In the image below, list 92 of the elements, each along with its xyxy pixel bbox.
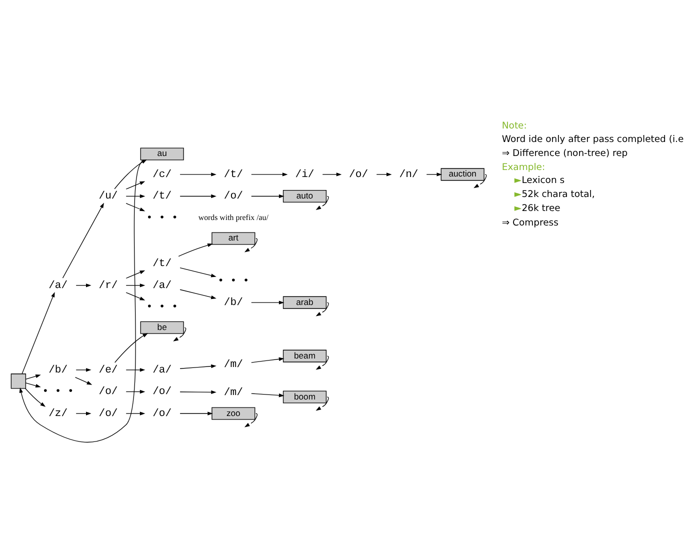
arrow — [474, 174, 487, 188]
node-box: beam — [282, 349, 327, 362]
arrow — [180, 364, 216, 368]
node-text: /o/ — [349, 168, 368, 180]
arrow — [25, 382, 41, 388]
arrow — [316, 195, 329, 210]
node-text: /e/ — [98, 364, 118, 376]
label: ► — [514, 202, 522, 214]
arrow — [22, 291, 55, 374]
node-text: /b/ — [48, 364, 68, 376]
arrow — [426, 172, 442, 176]
arrow — [76, 411, 92, 415]
arrow — [126, 411, 146, 415]
label: ⇒ Difference (non-tree) rep — [502, 148, 628, 159]
arrow — [25, 388, 46, 406]
arrow — [251, 392, 284, 397]
arrow — [76, 368, 92, 372]
arrow — [126, 389, 146, 394]
node-box: be — [140, 320, 184, 334]
label: ► — [514, 188, 522, 200]
arrow — [173, 326, 186, 341]
node-box: boom — [282, 390, 327, 403]
node-text: /m/ — [224, 358, 243, 371]
node-text: /m/ — [224, 386, 243, 398]
arrow — [251, 172, 288, 176]
arrow — [76, 283, 92, 287]
node-text: • • • — [146, 212, 178, 224]
arrow — [244, 238, 258, 252]
node-text: • • • — [218, 274, 250, 287]
node-box: au — [140, 147, 184, 160]
node-box: art — [212, 232, 256, 244]
arrow — [19, 159, 144, 442]
node-box: arab — [282, 296, 327, 308]
label: ► — [514, 174, 522, 186]
node-text: /a/ — [152, 364, 172, 376]
arrow — [126, 180, 146, 189]
node-text: /b/ — [224, 296, 243, 309]
label: Word ide only after pass completed (i.e — [502, 134, 684, 145]
label: Lexicon s — [522, 174, 565, 186]
node-text: /a/ — [152, 279, 172, 292]
arrow — [376, 172, 392, 176]
arrow — [126, 283, 146, 287]
arrow — [180, 390, 216, 394]
arrow — [180, 194, 216, 198]
arrow — [251, 300, 284, 304]
node-text: /r/ — [98, 279, 118, 292]
node-text: /o/ — [152, 386, 172, 398]
arrow — [180, 288, 216, 299]
node-text: /o/ — [98, 408, 118, 420]
label: Example: — [502, 161, 546, 172]
arrow — [178, 242, 213, 256]
arrow — [180, 267, 216, 277]
node-text: /i/ — [295, 168, 314, 180]
arrow — [316, 355, 329, 370]
node-text: /o/ — [98, 386, 118, 398]
label: ⇒ Compress — [502, 216, 558, 228]
node-text: /o/ — [152, 408, 172, 420]
node-text: • • • — [146, 301, 178, 314]
label: 52k chara total, — [522, 188, 595, 200]
label: 26k tree — [522, 202, 560, 214]
arrow — [126, 194, 146, 198]
node-text: /t/ — [152, 190, 172, 202]
node-text: • • • — [42, 386, 74, 398]
node-text: /o/ — [224, 190, 243, 202]
node-box: auto — [282, 189, 327, 202]
node-box: zoo — [212, 406, 256, 420]
arrow — [251, 356, 284, 362]
arrow — [126, 292, 146, 300]
arrow — [180, 172, 216, 176]
node-text: /a/ — [48, 279, 68, 292]
arrow — [62, 202, 104, 278]
arrow — [316, 302, 329, 316]
node-text: /u/ — [98, 190, 118, 202]
arrow — [251, 194, 284, 198]
node-text: /t/ — [224, 168, 243, 180]
node-box: auction — [440, 168, 484, 180]
arrow — [126, 368, 146, 372]
node-box — [10, 373, 26, 388]
arrow — [322, 172, 342, 176]
node-text: /z/ — [48, 408, 68, 420]
label: Note: — [502, 120, 527, 131]
node-text: /n/ — [399, 168, 418, 180]
arrow — [316, 396, 329, 410]
node-text: /c/ — [152, 168, 172, 180]
arrow — [74, 376, 92, 384]
arrow — [180, 411, 213, 415]
arrow — [114, 332, 148, 362]
node-text: /t/ — [152, 258, 172, 270]
arrow — [126, 270, 146, 278]
arrow — [25, 374, 41, 380]
arrow — [244, 412, 258, 427]
arrow — [126, 202, 146, 211]
